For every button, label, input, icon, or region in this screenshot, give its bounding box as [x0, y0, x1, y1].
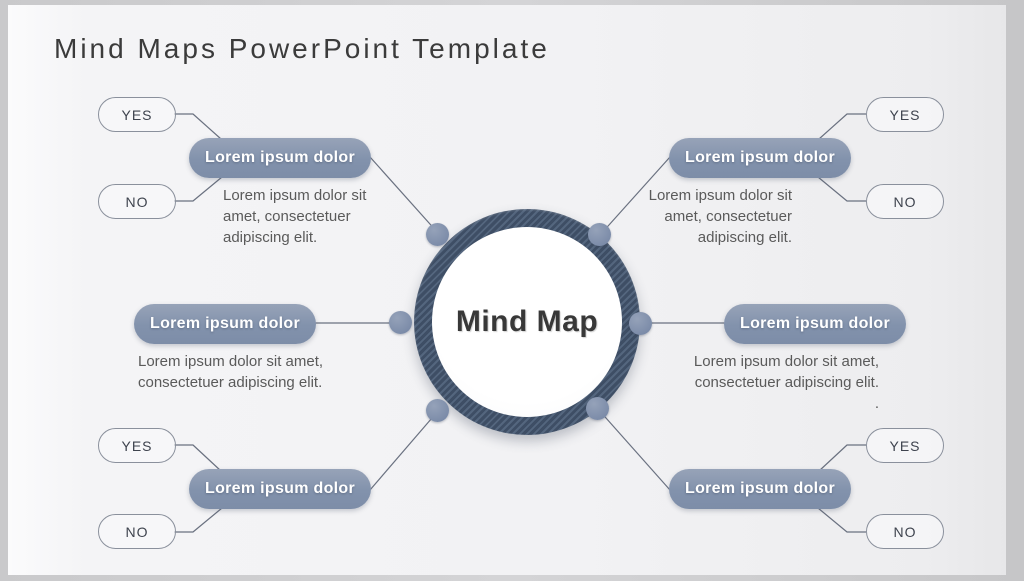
- branch-pill-label: Lorem ipsum dolor: [205, 149, 355, 166]
- center-label: Mind Map: [455, 305, 599, 338]
- no-tag-bottom-right: NO: [866, 514, 944, 549]
- description-line: amet, consectetuer: [223, 208, 351, 225]
- ring-node-mid-right: [629, 312, 652, 335]
- description-line: Lorem ipsum dolor sit: [223, 187, 367, 204]
- description-line: adipiscing elit.: [223, 229, 318, 246]
- yes-tag-label: YES: [889, 437, 921, 454]
- connector-bottom-left-branch: [369, 410, 439, 491]
- branch-pill-label: Lorem ipsum dolor: [685, 480, 835, 497]
- connector-bottom-left-yes: [174, 444, 222, 472]
- branch-description-mid-right: Lorem ipsum dolor sit amet, consectetuer…: [694, 351, 879, 414]
- no-tag-label: NO: [125, 523, 149, 540]
- no-tag-top-left: NO: [98, 184, 176, 219]
- ring-node-bottom-right: [586, 397, 609, 420]
- yes-tag-label: YES: [889, 106, 921, 123]
- connector-bottom-right-yes: [818, 444, 866, 472]
- stray-period: .: [874, 395, 879, 412]
- connector-top-left-no: [174, 176, 223, 202]
- center-circle: Mind Map: [432, 227, 622, 417]
- connector-bottom-right-branch: [597, 408, 671, 491]
- yes-tag-label: YES: [121, 106, 153, 123]
- connector-top-right-no: [817, 176, 866, 202]
- ring-node-bottom-left: [426, 399, 449, 422]
- yes-tag-bottom-left: YES: [98, 428, 176, 463]
- description-line: Lorem ipsum dolor sit amet,: [693, 353, 879, 370]
- no-tag-bottom-left: NO: [98, 514, 176, 549]
- connector-bottom-right-no: [817, 507, 866, 533]
- yes-tag-bottom-right: YES: [866, 428, 944, 463]
- branch-pill-label: Lorem ipsum dolor: [740, 315, 890, 332]
- branch-pill-bottom-left: Lorem ipsum dolor: [189, 469, 371, 509]
- no-tag-label: NO: [125, 193, 149, 210]
- connector-top-right-yes: [818, 113, 866, 140]
- ring-node-top-left: [426, 223, 449, 246]
- branch-pill-top-left: Lorem ipsum dolor: [189, 138, 371, 178]
- yes-tag-label: YES: [121, 437, 153, 454]
- description-line: amet, consectetuer: [664, 208, 792, 225]
- description-line: Lorem ipsum dolor sit: [648, 187, 792, 204]
- description-line: consectetuer adipiscing elit.: [694, 374, 879, 391]
- no-tag-top-right: NO: [866, 184, 944, 219]
- branch-description-top-left: Lorem ipsum dolor sit amet, consectetuer…: [223, 185, 366, 248]
- description-line: consectetuer adipiscing elit.: [138, 374, 323, 391]
- description-line: adipiscing elit.: [697, 229, 792, 246]
- branch-pill-bottom-right: Lorem ipsum dolor: [669, 469, 851, 509]
- no-tag-label: NO: [893, 193, 917, 210]
- connector-top-left-yes: [174, 113, 222, 140]
- slide-title: Mind Maps PowerPoint Template: [54, 33, 550, 64]
- yes-tag-top-left: YES: [98, 97, 176, 132]
- branch-pill-top-right: Lorem ipsum dolor: [669, 138, 851, 178]
- connector-bottom-left-no: [174, 507, 223, 533]
- branch-pill-mid-left: Lorem ipsum dolor: [134, 304, 316, 344]
- branch-description-top-right: Lorem ipsum dolor sit amet, consectetuer…: [649, 185, 792, 248]
- ring-node-mid-left: [389, 311, 412, 334]
- branch-description-mid-left: Lorem ipsum dolor sit amet, consectetuer…: [138, 351, 323, 393]
- description-line: Lorem ipsum dolor sit amet,: [138, 353, 324, 370]
- ring-node-top-right: [588, 223, 611, 246]
- yes-tag-top-right: YES: [866, 97, 944, 132]
- branch-pill-mid-right: Lorem ipsum dolor: [724, 304, 906, 344]
- slide-background: Mind Maps PowerPoint Template Mind Map Y…: [8, 5, 1006, 575]
- branch-pill-label: Lorem ipsum dolor: [205, 480, 355, 497]
- branch-pill-label: Lorem ipsum dolor: [150, 315, 300, 332]
- branch-pill-label: Lorem ipsum dolor: [685, 149, 835, 166]
- connector-top-left-branch: [369, 156, 439, 234]
- no-tag-label: NO: [893, 523, 917, 540]
